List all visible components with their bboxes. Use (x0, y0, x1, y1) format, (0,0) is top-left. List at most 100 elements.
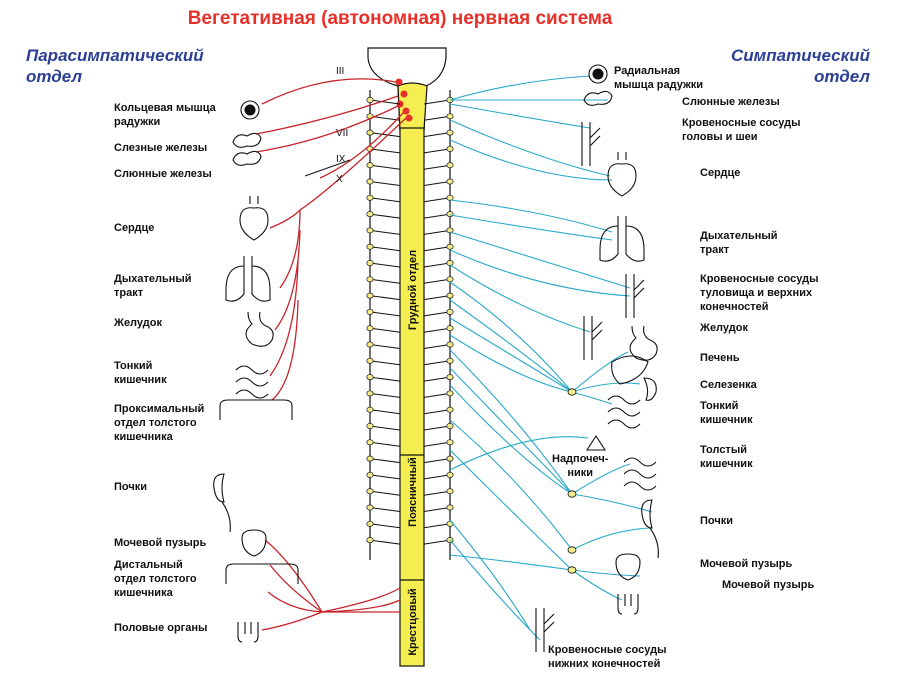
chain-ganglion (366, 423, 374, 429)
gland-shape (583, 90, 613, 106)
sympathetic-organ-label-line: головы и шеи (682, 131, 758, 143)
spinal-nerve-root (423, 164, 451, 170)
bladder-shape (615, 553, 641, 581)
vessel-shape (625, 274, 645, 318)
chain-ganglion (446, 341, 454, 348)
chain-ganglion (366, 243, 374, 250)
chain-ganglion (366, 520, 374, 527)
spinal-nerve-root (369, 164, 401, 170)
parasympathetic-organ-label: Сердце (114, 221, 154, 235)
lungs-icon (225, 256, 271, 302)
parasympathetic-organ-label: Желудок (114, 316, 162, 330)
spinal-nerve-root (369, 458, 401, 464)
sympathetic-fiber (449, 317, 573, 393)
sympathetic-fiber (449, 519, 531, 631)
prevertebral-ganglion (567, 566, 577, 574)
spinal-region-label: Крестцовый (407, 588, 419, 655)
sympathetic-organ-label: Желудок (700, 321, 748, 335)
sympathetic-organ-label-line: Тонкий (700, 400, 739, 412)
sympathetic-organ-label-line: Мочевой пузырь (700, 558, 793, 570)
parasympathetic-fiber (261, 78, 397, 105)
spinal-nerve-root (369, 441, 401, 447)
chain-ganglion (446, 439, 454, 446)
chain-ganglion (366, 537, 374, 544)
chain-ganglion (366, 129, 374, 136)
spinal-nerve-root (369, 132, 401, 138)
chain-ganglion (446, 194, 454, 201)
cranial-nerve-nucleus (402, 107, 410, 115)
chain-ganglion (446, 325, 454, 332)
parasympathetic-organ-label-line: Сердце (114, 222, 155, 234)
chain-ganglion (366, 308, 374, 315)
spinal-nerve-root (423, 523, 451, 529)
chain-ganglion (446, 406, 454, 413)
spinal-nerve-root (423, 213, 451, 219)
sympathetic-organ-label-line: Радиальная (614, 65, 681, 77)
parasympathetic-fiber (261, 611, 323, 631)
chain-ganglion (366, 276, 374, 283)
stomach-shape (245, 311, 274, 347)
sympathetic-fiber (449, 367, 573, 495)
intestine-icon (583, 316, 603, 360)
spinal-nerve-root (369, 295, 401, 301)
lungs-icon (599, 216, 645, 262)
parasympathetic-fiber (269, 117, 407, 229)
diagram-title: Вегетативная (автономная) нервная систем… (187, 8, 613, 29)
cranial-nerve-label: III (336, 66, 344, 77)
prevertebral-ganglion (567, 546, 577, 554)
spinal-nerve-root (423, 295, 451, 301)
cranial-nerve-nucleus (400, 90, 408, 98)
genital-shape (617, 594, 639, 615)
sympathetic-fiber (449, 214, 613, 241)
bladder-icon (615, 553, 641, 581)
spinal-nerve-root (369, 262, 401, 268)
colon-icon (623, 457, 657, 491)
chain-ganglion (366, 374, 374, 381)
parasympathetic-organ-label-line: Слезные железы (114, 142, 208, 154)
sympathetic-fiber (571, 527, 651, 551)
spinal-nerve-root (423, 458, 451, 464)
spinal-nerve-root (423, 115, 451, 121)
spinal-nerve-root (423, 262, 451, 268)
spinal-nerve-root (369, 392, 401, 398)
sympathetic-fiber (571, 493, 653, 513)
stomach-icon (629, 325, 658, 361)
chain-ganglion (366, 97, 374, 103)
spinal-nerve-root (423, 327, 451, 333)
chain-ganglion (446, 113, 454, 120)
spinal-nerve-root (369, 181, 401, 186)
chain-ganglion (446, 357, 454, 364)
chain-ganglion (366, 341, 374, 348)
sympathetic-organ-label-line: нижних конечностей (548, 658, 661, 670)
spinal-nerve-root (369, 474, 401, 480)
sympathetic-fiber (449, 231, 631, 289)
blood-vessel-icon (535, 608, 555, 652)
parasympathetic-organ-label-line: кишечник (114, 374, 167, 386)
spinal-nerve-root (369, 507, 401, 512)
parasympathetic-organ-label: Слюнные железы (114, 167, 212, 181)
sympathetic-fiber (449, 103, 591, 129)
chain-ganglion (446, 504, 454, 511)
parasympathetic-organ-label-line: Половые органы (114, 622, 208, 634)
sympathetic-organ-label: Мочевой пузырь (722, 578, 814, 592)
eye-icon (588, 64, 608, 84)
parasympathetic-organ-label: Мочевой пузырь (114, 536, 206, 550)
parasympathetic-organ-label-line: Слюнные железы (114, 168, 212, 180)
spinal-nerve-root (369, 360, 401, 366)
sympathetic-heading-line: Симпатический (731, 46, 870, 65)
intestine-shape (235, 365, 269, 399)
sympathetic-organ-label: Мочевой пузырь (700, 557, 792, 571)
parasympathetic-fiber (255, 95, 399, 135)
parasympathetic-organ-label-line: Дистальный (114, 559, 183, 571)
chain-ganglion (366, 162, 374, 169)
spinal-nerve-root (369, 539, 401, 545)
sympathetic-organ-label-line: Кровеносные сосуды (700, 273, 819, 285)
gland-icon (232, 150, 262, 166)
vessel-shape (581, 122, 601, 166)
sympathetic-organ-label: Надпочеч-ники (552, 452, 608, 480)
